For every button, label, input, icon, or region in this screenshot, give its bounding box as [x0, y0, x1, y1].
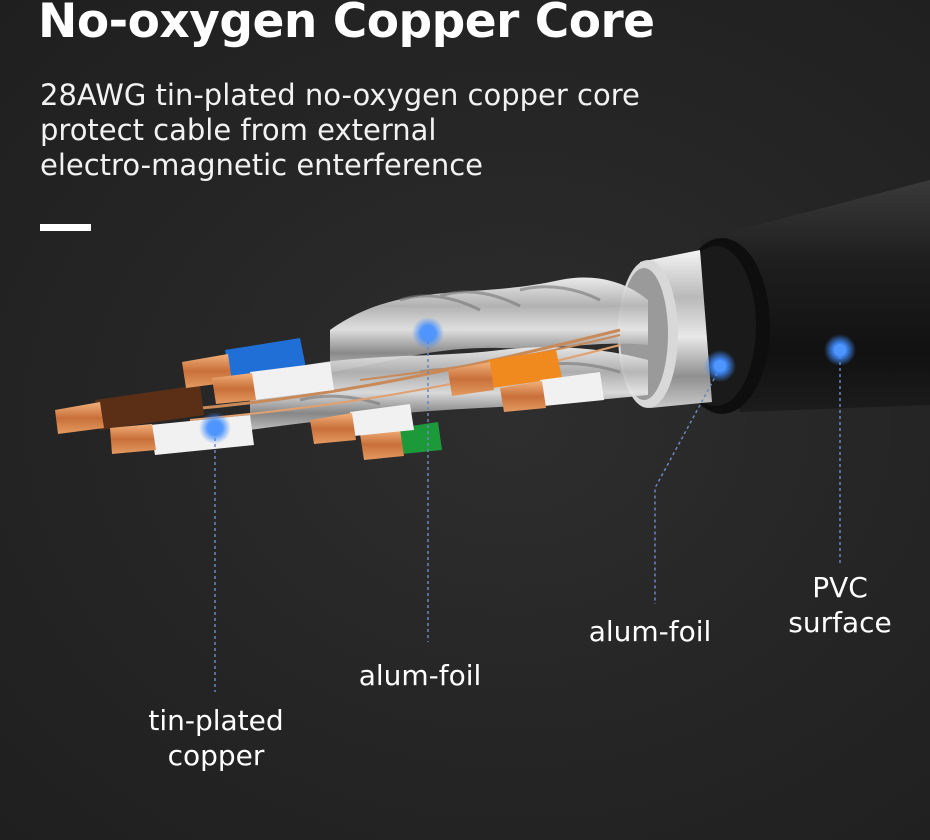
label-alum-foil-inner: alum-foil	[335, 658, 505, 693]
white-green-wire	[310, 404, 414, 444]
callout-leaders	[214, 335, 841, 692]
description-line: 28AWG tin-plated no-oxygen copper core	[40, 78, 640, 112]
brown-wire	[55, 385, 204, 434]
white-blue-wire	[212, 362, 334, 404]
label-line: tin-plated	[148, 704, 284, 737]
orange-wire	[448, 350, 562, 396]
label-line: alum-foil	[358, 659, 482, 692]
headline: No-oxygen Copper Core	[38, 0, 655, 49]
label-pvc-surface: PVC surface	[770, 570, 910, 640]
label-line: alum-foil	[588, 615, 712, 648]
callout-dots	[199, 317, 856, 444]
accent-dash	[40, 224, 91, 231]
description: 28AWG tin-plated no-oxygen copper core p…	[40, 78, 740, 183]
description-line: electro-magnetic enterference	[40, 148, 484, 182]
label-alum-foil-outer: alum-foil	[565, 614, 735, 649]
label-line: PVC	[812, 571, 868, 604]
label-tin-plated-copper: tin-plated copper	[118, 703, 314, 773]
label-line: copper	[167, 739, 265, 772]
description-line: protect cable from external	[40, 113, 437, 147]
white-orange-wire	[500, 372, 604, 412]
label-line: surface	[788, 606, 892, 639]
